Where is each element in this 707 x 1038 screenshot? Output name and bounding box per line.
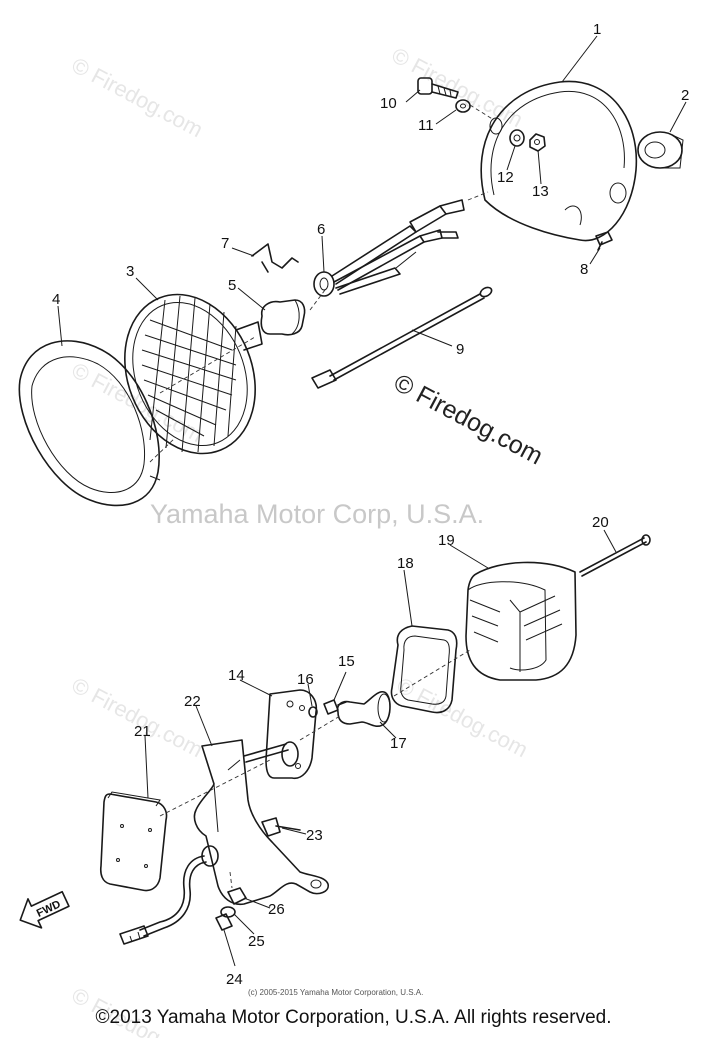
callout-2: 2 (681, 87, 689, 104)
part-13-nut (529, 133, 546, 152)
leader-lines (57, 35, 687, 967)
callout-12: 12 (497, 169, 514, 186)
part-4-rim (18, 340, 161, 507)
part-24-clip (215, 913, 233, 931)
inner-copyright: (c) 2005-2015 Yamaha Motor Corporation, … (248, 988, 424, 997)
callout-18: 18 (397, 555, 414, 572)
watermark-firedog-faint: © Firedog.com (68, 52, 207, 142)
part-10-screw (417, 77, 459, 99)
part-22-bracket (193, 739, 329, 906)
part-9-wire-lead (311, 286, 493, 389)
part-15-screw (323, 699, 347, 715)
alignment-line (467, 191, 489, 201)
alignment-line (149, 437, 176, 463)
tail-wire-harness (119, 845, 219, 945)
callout-numbers: 1 2 3 4 5 6 7 8 9 10 11 12 13 14 15 16 1… (52, 21, 689, 988)
part-6-socket-harness (313, 199, 465, 297)
callout-1: 1 (593, 21, 601, 38)
watermark-layer: © Firedog.com © Firedog.com © Firedog.co… (68, 42, 548, 1038)
callout-17: 17 (390, 735, 407, 752)
callout-5: 5 (228, 277, 236, 294)
part-14-base-plate (265, 689, 318, 780)
part-20-screw (579, 534, 651, 577)
alignment-line (159, 336, 256, 394)
callout-6: 6 (317, 221, 325, 238)
footer-copyright: ©2013 Yamaha Motor Corporation, U.S.A. A… (95, 1007, 612, 1028)
callout-20: 20 (592, 514, 609, 531)
callout-7: 7 (221, 235, 229, 252)
callout-25: 25 (248, 933, 265, 950)
callout-9: 9 (456, 341, 464, 358)
alignment-line (393, 649, 471, 697)
alignment-line (299, 715, 341, 741)
alignment-line (159, 759, 271, 817)
callout-23: 23 (306, 827, 323, 844)
alignment-line (469, 104, 495, 121)
callout-4: 4 (52, 291, 60, 308)
callout-10: 10 (380, 95, 397, 112)
callout-11: 11 (418, 117, 434, 134)
fwd-label: FWD (35, 898, 63, 919)
part-26-nut (227, 887, 247, 905)
watermark-firedog-faint: © Firedog.com (393, 672, 532, 762)
part-23-bolt (261, 817, 301, 837)
watermark-firedog-faint: © Firedog.com (68, 672, 207, 762)
callout-8: 8 (580, 261, 588, 278)
part-1-headlight-body (480, 80, 638, 242)
watermark-firedog-faint: © Firedog.com (388, 42, 527, 132)
callout-22: 22 (184, 693, 201, 710)
part-19-tail-lens (465, 561, 577, 681)
callout-15: 15 (338, 653, 355, 670)
watermark-corp: Yamaha Motor Corp, U.S.A. (150, 499, 484, 529)
part-2-grommet (637, 131, 684, 169)
callout-24: 24 (226, 971, 243, 988)
callout-14: 14 (228, 667, 245, 684)
part-8-screw (595, 231, 613, 251)
callout-3: 3 (126, 263, 134, 280)
part-3-sealed-beam (124, 293, 263, 455)
part-5-bulb (260, 299, 306, 336)
part-11-washer (455, 99, 471, 113)
callout-19: 19 (438, 532, 455, 549)
part-12-washer (509, 129, 525, 147)
callout-16: 16 (297, 671, 314, 688)
part-21-reflector (99, 791, 168, 892)
part-17-tail-bulb (336, 690, 391, 728)
part-16-washer (308, 706, 318, 718)
part-18-gasket (390, 625, 458, 714)
callout-13: 13 (532, 183, 549, 200)
watermark-firedog: © Firedog.com (389, 369, 547, 471)
fwd-arrow-icon: FWD (19, 890, 70, 929)
alignment-line (229, 871, 233, 889)
callout-21: 21 (134, 723, 151, 740)
part-7-clip (251, 243, 299, 273)
callout-26: 26 (268, 901, 285, 918)
